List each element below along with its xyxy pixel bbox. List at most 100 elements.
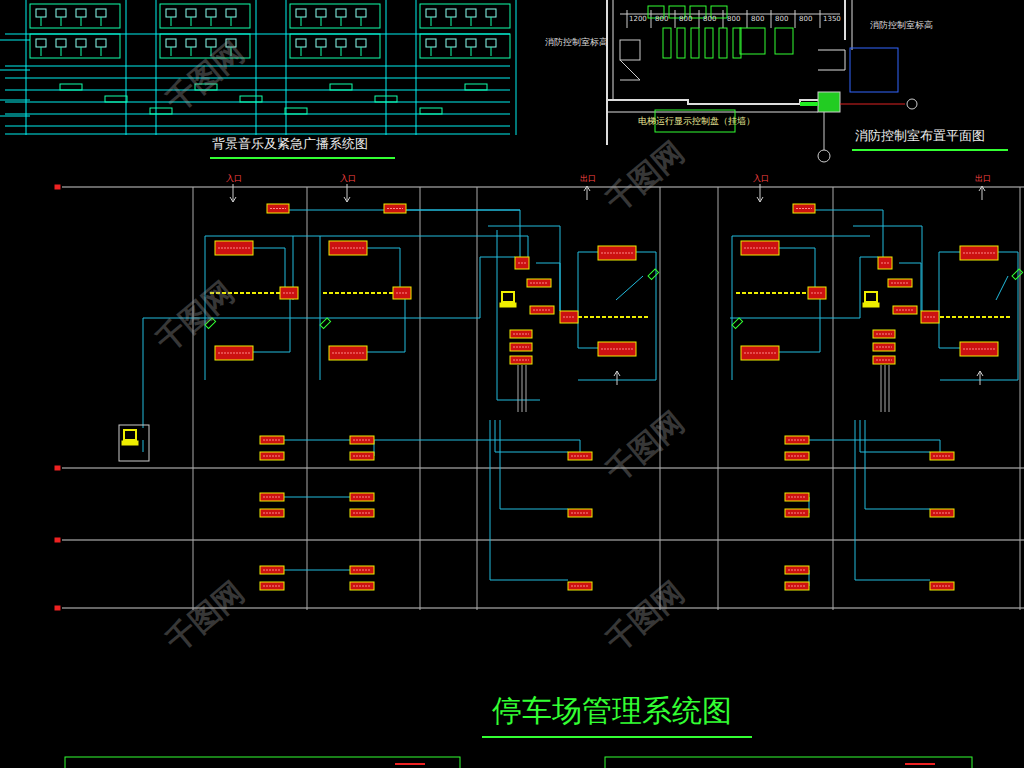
device-box-detail <box>533 310 551 311</box>
wall-line <box>844 0 846 40</box>
device-box-detail <box>353 570 371 571</box>
device-box <box>350 436 374 444</box>
signal-wire <box>996 276 1008 300</box>
speaker-symbol <box>446 39 456 47</box>
signal-wire <box>284 497 374 498</box>
device-box <box>785 582 809 590</box>
riser-line <box>386 0 387 135</box>
schematic-wire <box>321 47 322 56</box>
entry-tag: 入口 <box>753 175 769 184</box>
device-box-detail <box>571 456 589 457</box>
signal-wire <box>490 420 568 580</box>
column-line <box>1020 187 1021 610</box>
cable-bundle <box>522 365 523 412</box>
room-tag: 消防控制室标高 <box>870 21 933 31</box>
amplifier-symbol <box>420 108 442 114</box>
device-box-detail <box>788 586 806 587</box>
floor-line <box>62 468 1024 469</box>
cable-bundle <box>885 365 886 412</box>
device-box <box>215 346 253 360</box>
flow-arrow <box>587 186 588 200</box>
device-box <box>598 246 636 260</box>
device-box <box>960 246 998 260</box>
dimension-tick <box>747 10 748 28</box>
speaker-symbol <box>226 9 236 17</box>
keyboard-symbol <box>122 441 138 445</box>
computer-symbol <box>124 430 136 440</box>
arrow-head <box>614 371 620 376</box>
device-box-detail <box>263 586 281 587</box>
device-box-detail <box>263 440 281 441</box>
watermark: 千图网 <box>600 135 690 218</box>
dimension: 800 <box>703 16 716 24</box>
device-box <box>267 204 289 213</box>
signal-wire <box>367 248 400 287</box>
speaker-symbol <box>336 9 346 17</box>
device-box <box>260 566 284 574</box>
cable-bundle <box>526 365 527 412</box>
device-box <box>260 509 284 517</box>
device-box-detail <box>263 513 281 514</box>
device-box-detail <box>518 263 526 264</box>
device-box <box>560 311 578 323</box>
axis-bubble <box>907 99 917 109</box>
device-box <box>350 452 374 460</box>
barrier-gate <box>940 316 1010 318</box>
equipment-cabinet <box>705 28 713 58</box>
cable-bundle <box>518 365 519 412</box>
speaker-symbol <box>466 9 476 17</box>
barrier-gate <box>323 292 393 294</box>
level-mark <box>55 606 60 610</box>
device-box <box>350 566 374 574</box>
speaker-symbol <box>56 39 66 47</box>
signal-wire <box>578 252 598 317</box>
speaker-symbol <box>206 9 216 17</box>
device-box-detail <box>811 293 823 294</box>
riser-line <box>156 0 157 135</box>
amplifier-symbol <box>60 84 82 90</box>
signal-wire <box>253 248 285 287</box>
device-box-detail <box>881 263 889 264</box>
device-box-detail <box>876 360 892 361</box>
device-box-detail <box>876 334 892 335</box>
device-box-detail <box>513 347 529 348</box>
device-box-detail <box>353 456 371 457</box>
equipment-cabinet <box>663 28 671 58</box>
flow-arrow <box>347 184 348 202</box>
equipment-cabinet <box>775 28 793 54</box>
exit-tag: 出口 <box>580 175 596 184</box>
device-box-detail <box>270 208 286 209</box>
cable-tray <box>818 92 840 112</box>
dimension-tick <box>723 10 724 28</box>
speaker-symbol <box>356 39 366 47</box>
amplifier-symbol <box>465 84 487 90</box>
device-box-detail <box>353 440 371 441</box>
device-box <box>260 436 284 444</box>
dimension: 800 <box>775 16 788 24</box>
device-box-detail <box>218 248 250 249</box>
signal-wire <box>578 317 598 348</box>
schematic-wire <box>471 47 472 56</box>
camera-symbol <box>648 269 659 280</box>
speaker-symbol <box>186 9 196 17</box>
signal-wire <box>939 317 960 348</box>
device-box-detail <box>353 497 371 498</box>
keyboard-symbol <box>500 303 516 307</box>
bus-line <box>5 78 510 79</box>
device-box-detail <box>387 208 403 209</box>
drawing-title: 消防控制室布置平面图 <box>855 129 985 143</box>
signal-wire <box>488 226 560 311</box>
schematic-wire <box>341 47 342 56</box>
signal-wire <box>812 210 883 257</box>
speaker-symbol <box>296 9 306 17</box>
device-box <box>350 493 374 501</box>
arrow-head <box>584 186 590 191</box>
signal-wire <box>939 252 960 317</box>
speaker-symbol <box>486 39 496 47</box>
signal-wire <box>405 210 520 211</box>
barrier-gate <box>578 316 648 318</box>
equipment-cabinet <box>740 28 765 54</box>
device-box <box>515 257 529 269</box>
barrier-gate <box>736 292 808 294</box>
